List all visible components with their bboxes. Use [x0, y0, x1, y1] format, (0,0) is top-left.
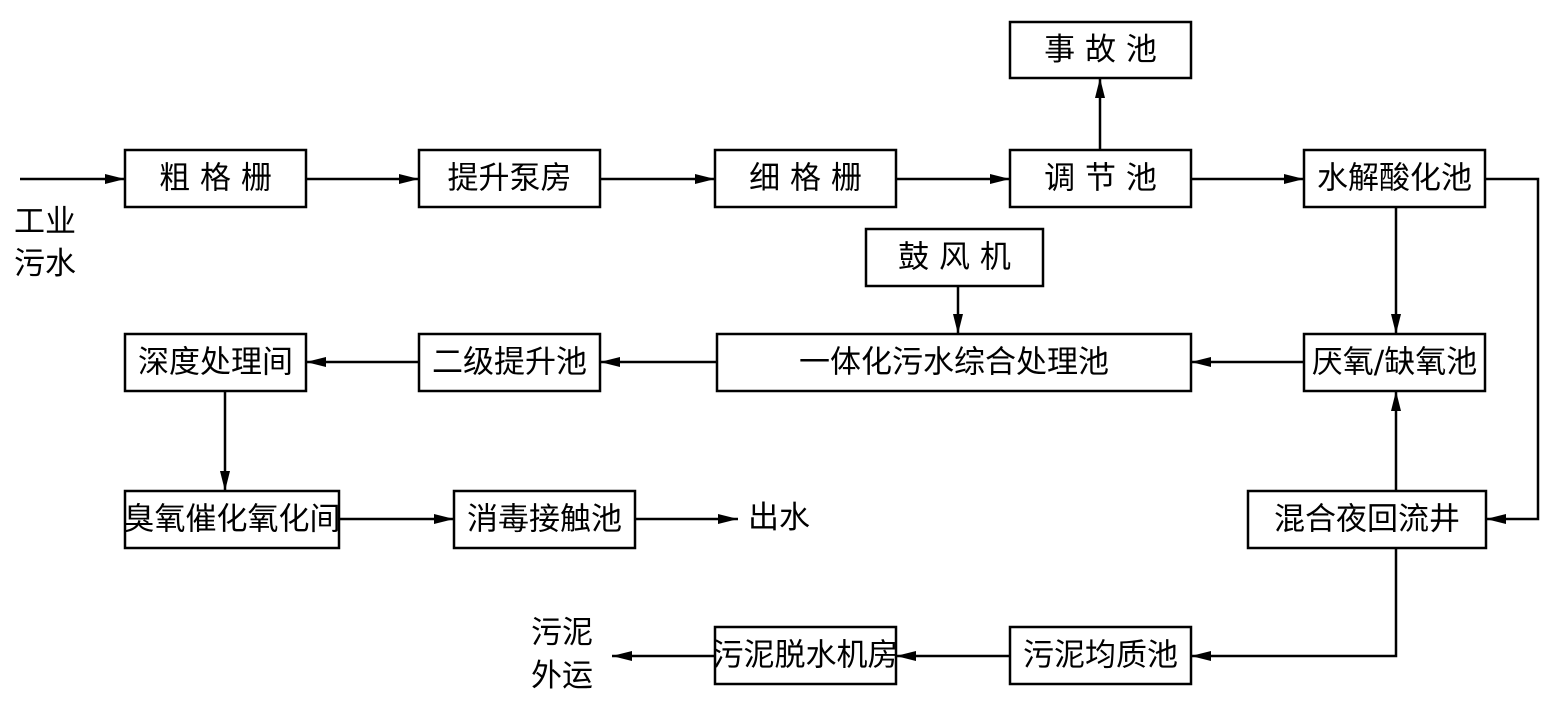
node-blower: 鼓 风 机	[864, 227, 1045, 288]
label-sludge-out-line1: 污泥	[531, 615, 593, 651]
node-label: 鼓 风 机	[898, 240, 1011, 276]
node-label: 消毒接触池	[467, 502, 622, 538]
node-label: 厌氧/缺氧池	[1312, 345, 1477, 381]
node-label: 事 故 池	[1044, 32, 1157, 68]
node-secondary-lift-tank: 二级提升池	[417, 332, 602, 393]
node-label: 污泥脱水机房	[713, 638, 899, 674]
node-label: 深度处理间	[138, 345, 293, 381]
node-label: 一体化污水综合处理池	[799, 345, 1109, 381]
node-hydrolysis-tank: 水解酸化池	[1302, 148, 1487, 209]
node-lift-pump-house: 提升泵房	[417, 148, 602, 209]
node-label: 提升泵房	[448, 161, 572, 197]
edge-hydrolysis-to-mixed-return-well	[1485, 177, 1540, 524]
node-label: 污泥均质池	[1023, 638, 1178, 674]
node-advanced-treatment-room: 深度处理间	[123, 332, 308, 393]
node-label: 二级提升池	[432, 345, 587, 381]
edge-mixed-return-well-to-sludge-homogenization	[1191, 548, 1398, 661]
node-label: 水解酸化池	[1317, 161, 1472, 197]
node-ozone-catalytic-room: 臭氧催化氧化间	[124, 489, 341, 550]
node-fine-screen: 细 格 栅	[713, 148, 898, 209]
label-industrial-wastewater-line1: 工业	[14, 204, 76, 240]
node-label: 细 格 栅	[749, 161, 862, 197]
label-industrial-wastewater-line2: 污水	[14, 246, 76, 282]
node-label: 臭氧催化氧化间	[124, 502, 341, 538]
node-sludge-dewatering-room: 污泥脱水机房	[713, 625, 899, 686]
node-anaerobic-anoxic-tank: 厌氧/缺氧池	[1302, 332, 1487, 393]
node-disinfection-tank: 消毒接触池	[452, 489, 637, 550]
node-integrated-tank: 一体化污水综合处理池	[715, 332, 1193, 393]
node-equalization-tank: 调 节 池	[1008, 148, 1193, 209]
node-accident-tank: 事 故 池	[1008, 20, 1193, 80]
node-label: 粗 格 栅	[159, 161, 272, 197]
node-label: 调 节 池	[1044, 161, 1157, 197]
node-coarse-screen: 粗 格 栅	[123, 148, 308, 209]
node-sludge-homogenization-tank: 污泥均质池	[1008, 625, 1193, 686]
label-effluent: 出水	[748, 500, 810, 536]
node-mixed-return-well: 混合夜回流井	[1246, 489, 1488, 550]
node-label: 混合夜回流井	[1274, 502, 1460, 538]
label-sludge-out-line2: 外运	[531, 658, 593, 694]
